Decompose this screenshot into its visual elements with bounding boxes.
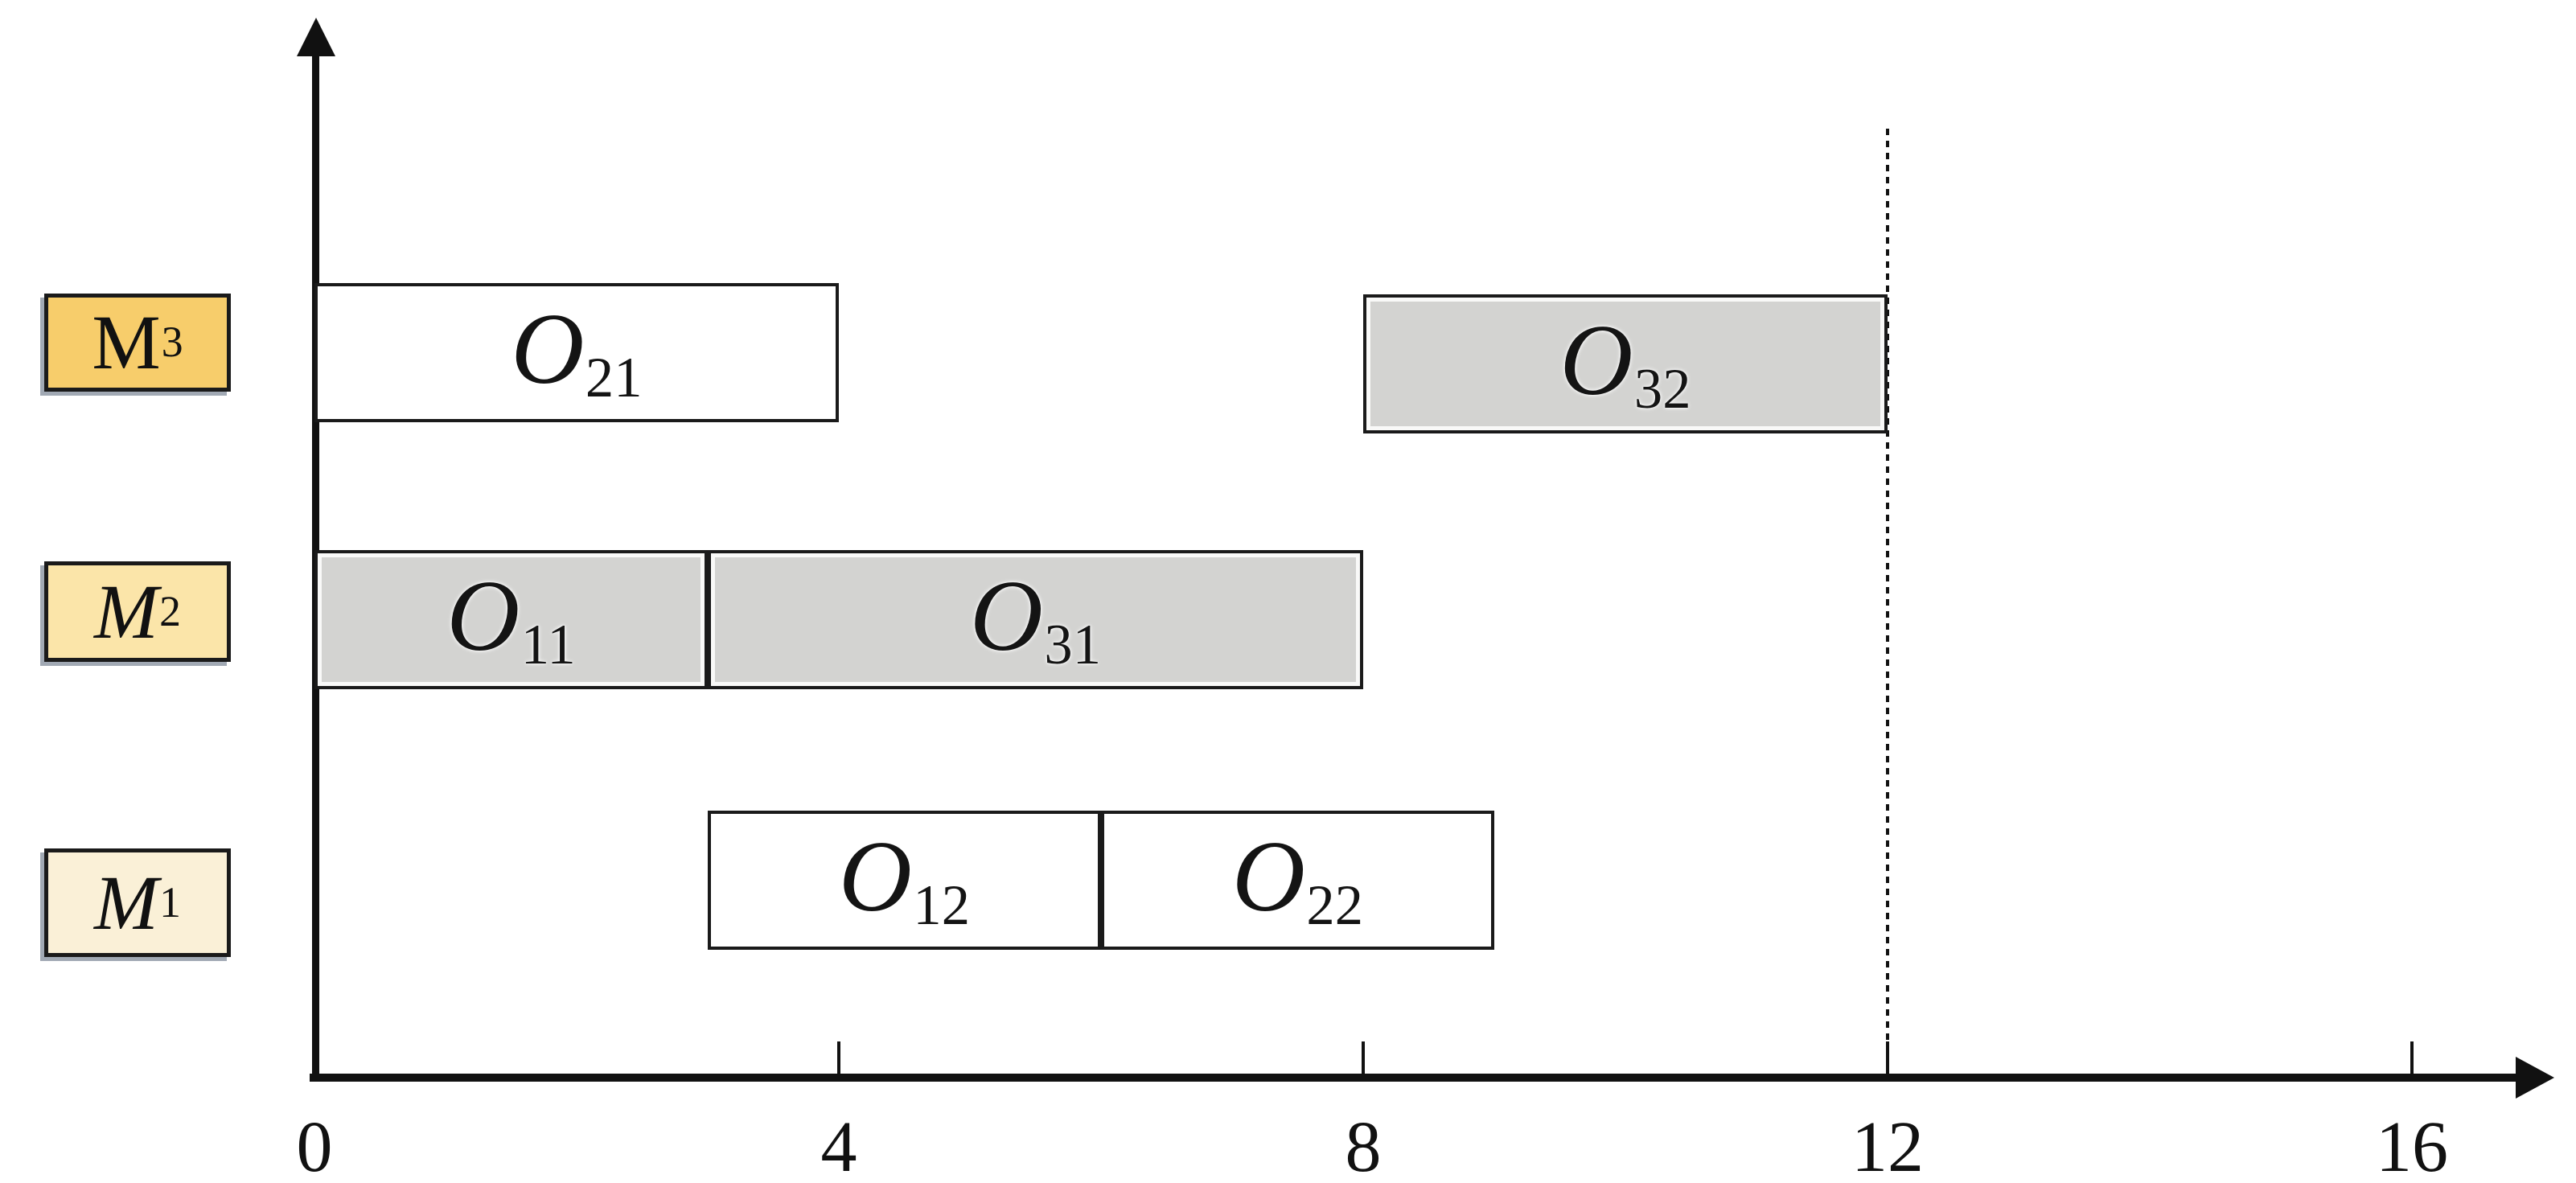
op-label-subscript: 11 [520, 613, 576, 676]
machine-label-letter: M [92, 299, 161, 385]
machine-label-letter: M [94, 568, 159, 655]
op-bar-O31: O31 [708, 550, 1363, 689]
x-tick-label-16: 16 [2376, 1107, 2448, 1183]
op-bar-label-O12: O12 [839, 826, 970, 937]
op-bar-label-O11: O11 [446, 565, 576, 676]
x-tick-4 [837, 1041, 840, 1078]
x-axis-line [310, 1074, 2521, 1082]
x-tick-label-0: 0 [296, 1107, 333, 1183]
op-label-letter: O [1232, 820, 1306, 933]
op-bar-O22: O22 [1101, 811, 1494, 950]
makespan-reference-line [1886, 129, 1889, 1078]
x-tick-label-8: 8 [1345, 1107, 1382, 1183]
op-bar-label-O22: O22 [1232, 826, 1363, 937]
op-bar-label-O31: O31 [970, 565, 1101, 676]
machine-label-letter: M [94, 859, 159, 946]
op-label-subscript: 32 [1633, 357, 1691, 421]
x-tick-label-4: 4 [820, 1107, 857, 1183]
op-bar-O11: O11 [314, 550, 708, 689]
machine-label-subscript: 1 [159, 877, 181, 926]
op-bar-label-O32: O32 [1560, 310, 1691, 417]
op-label-letter: O [1559, 304, 1633, 417]
machine-label-subscript: 2 [159, 586, 181, 635]
op-bar-O21: O21 [314, 283, 839, 422]
op-bar-O32: O32 [1363, 294, 1888, 433]
op-bar-O12: O12 [708, 811, 1101, 950]
x-tick-label-12: 12 [1851, 1107, 1924, 1183]
y-axis-arrowhead-icon [297, 18, 335, 56]
x-tick-16 [2410, 1041, 2414, 1078]
x-axis-arrowhead-icon [2516, 1057, 2554, 1099]
machine-label-subscript: 3 [161, 318, 183, 367]
op-label-subscript: 22 [1306, 873, 1363, 937]
op-label-letter: O [446, 560, 520, 672]
op-label-letter: O [839, 820, 913, 933]
op-bar-label-O21: O21 [512, 298, 643, 409]
op-label-letter: O [970, 560, 1044, 672]
op-label-subscript: 12 [913, 873, 970, 937]
x-tick-8 [1362, 1041, 1365, 1078]
op-label-subscript: 21 [585, 346, 643, 409]
x-tick-12 [1886, 1041, 1889, 1078]
op-label-subscript: 31 [1044, 613, 1101, 676]
op-label-letter: O [511, 293, 585, 405]
